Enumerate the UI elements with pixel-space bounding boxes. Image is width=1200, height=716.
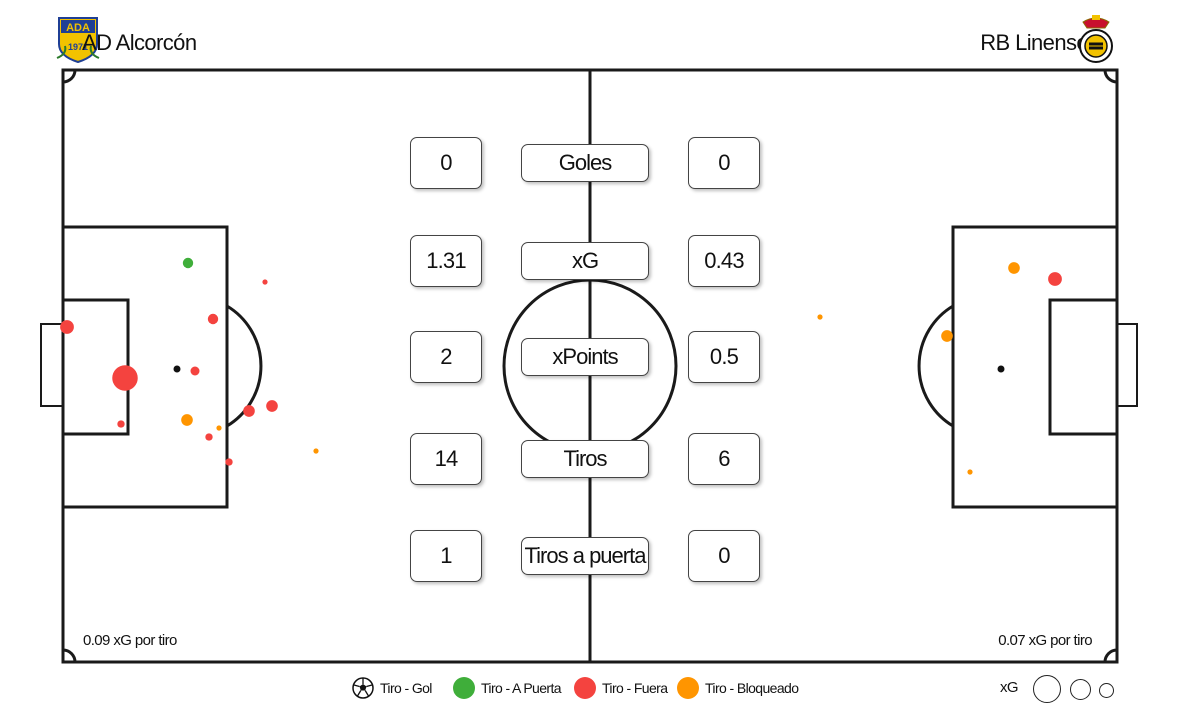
- shot-marker-home: [181, 414, 193, 426]
- shot-marker-home: [216, 425, 222, 431]
- xg-size-small: [1099, 683, 1114, 698]
- home-team-name: AD Alcorcón: [82, 30, 197, 55]
- home-penalty-spot: [173, 365, 181, 373]
- corner-arc: [1103, 648, 1118, 663]
- shots-layer: [60, 257, 1062, 475]
- shot-marker-home: [266, 400, 278, 412]
- corner-arc: [62, 69, 77, 84]
- away-team-crest: [1079, 15, 1113, 63]
- corner-arc: [1103, 69, 1118, 84]
- home-stat-value: 1.31: [410, 235, 482, 287]
- xg-size-medium: [1070, 679, 1091, 700]
- shot-marker-away: [817, 314, 823, 320]
- home-penalty-area: [61, 225, 229, 509]
- away-penalty-area: [951, 225, 1119, 509]
- shot-marker-home: [243, 405, 255, 417]
- shot-marker-home: [262, 279, 268, 285]
- home-goal: [40, 323, 64, 407]
- away-penalty-spot: [997, 365, 1005, 373]
- shot-marker-home: [60, 320, 74, 334]
- stat-label: Tiros a puerta: [521, 537, 649, 575]
- legend-a-puerta-label: Tiro - A Puerta: [481, 680, 562, 696]
- home-six-yard-box: [61, 298, 130, 436]
- shot-marker-home: [313, 448, 319, 454]
- stat-label: xG: [521, 242, 649, 280]
- legend-fuera-dot: [574, 677, 596, 699]
- away-stat-value: 6: [688, 433, 760, 485]
- home-penalty-arc: [226, 304, 263, 428]
- legend-bloqueado-label: Tiro - Bloqueado: [705, 680, 799, 696]
- shot-marker-home: [190, 366, 200, 376]
- legend-gol: Tiro - Gol: [352, 677, 432, 699]
- stat-label: Goles: [521, 144, 649, 182]
- away-goal: [1116, 323, 1138, 407]
- shot-marker-away: [1008, 262, 1020, 274]
- stat-label: Tiros: [521, 440, 649, 478]
- legend-bloqueado-dot: [677, 677, 699, 699]
- home-team-crest: ADA 1971: [56, 17, 100, 64]
- legend-a-puerta: Tiro - A Puerta: [453, 677, 562, 699]
- corner-arc: [62, 648, 77, 663]
- stat-label: xPoints: [521, 338, 649, 376]
- xg-size-large: [1033, 675, 1061, 703]
- shot-marker-away: [967, 469, 973, 475]
- legend-fuera-label: Tiro - Fuera: [602, 680, 668, 696]
- shot-marker-home: [225, 458, 233, 466]
- legend-a-puerta-dot: [453, 677, 475, 699]
- legend-fuera: Tiro - Fuera: [574, 677, 668, 699]
- away-team-name: RB Linense: [980, 30, 1088, 55]
- home-stat-value: 2: [410, 331, 482, 383]
- shot-marker-home: [112, 365, 138, 391]
- away-stat-value: 0: [688, 530, 760, 582]
- svg-text:1971: 1971: [68, 42, 88, 52]
- away-stat-value: 0.5: [688, 331, 760, 383]
- away-penalty-arc: [917, 304, 954, 428]
- away-stat-value: 0: [688, 137, 760, 189]
- away-six-yard-box: [1048, 298, 1119, 436]
- legend-bloqueado: Tiro - Bloqueado: [677, 677, 799, 699]
- home-xg-per-shot: 0.09 xG por tiro: [83, 632, 177, 649]
- legend-xg-label: xG: [1000, 679, 1019, 696]
- soccer-ball-icon: [352, 677, 374, 699]
- shot-marker-away: [1048, 272, 1062, 286]
- away-xg-per-shot: 0.07 xG por tiro: [998, 632, 1092, 649]
- home-stat-value: 1: [410, 530, 482, 582]
- shot-marker-home: [207, 313, 219, 325]
- svg-text:ADA: ADA: [66, 22, 90, 34]
- shot-marker-away: [941, 330, 953, 342]
- legend-gol-label: Tiro - Gol: [380, 680, 432, 696]
- away-stat-value: 0.43: [688, 235, 760, 287]
- shot-marker-home: [182, 257, 194, 269]
- home-stat-value: 14: [410, 433, 482, 485]
- shot-marker-home: [117, 420, 125, 428]
- home-stat-value: 0: [410, 137, 482, 189]
- shot-marker-home: [205, 433, 213, 441]
